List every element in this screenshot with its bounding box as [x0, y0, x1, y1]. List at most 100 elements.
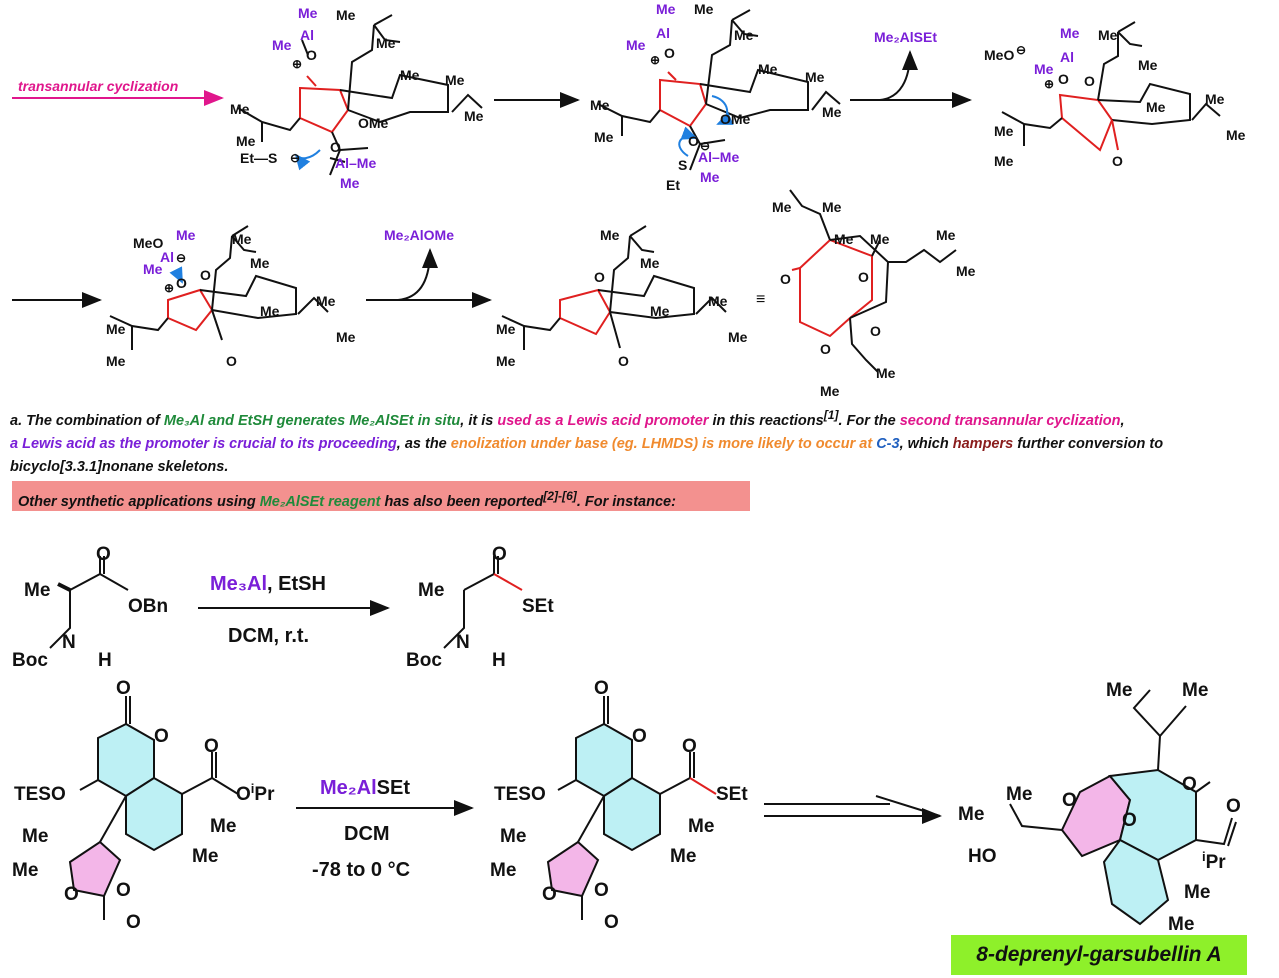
svg-text:O: O — [154, 726, 169, 747]
svg-text:TESO: TESO — [14, 784, 66, 805]
svg-text:Me: Me — [500, 826, 526, 847]
alanine-ester — [49, 556, 129, 649]
intermediate-1-labels: Me Me Al O ⊕ Me Me Me Me Me Me Me OMe O … — [230, 5, 484, 191]
svg-text:O: O — [780, 271, 791, 287]
svg-text:O: O — [682, 736, 697, 757]
svg-text:Boc: Boc — [12, 650, 48, 671]
svg-text:Me: Me — [590, 97, 610, 113]
svg-text:Me: Me — [650, 303, 670, 319]
svg-text:Me: Me — [626, 37, 646, 53]
svg-text:O: O — [618, 353, 629, 369]
condition-dcm-rt: DCM, r.t. — [228, 625, 309, 647]
bicyclononane — [789, 189, 957, 373]
svg-text:Me: Me — [594, 129, 614, 145]
intermediate-2 — [597, 9, 841, 171]
svg-text:Me: Me — [700, 169, 720, 185]
arrow-2: Me₂AlSEt — [850, 29, 972, 108]
intermediate-1 — [237, 14, 483, 176]
svg-text:⊖: ⊖ — [290, 151, 300, 165]
svg-text:Me: Me — [820, 383, 840, 399]
alanine-thioester-labels: O Me SEt N Boc H — [406, 544, 554, 671]
svg-text:O: O — [594, 678, 609, 699]
svg-text:Me: Me — [232, 231, 252, 247]
svg-text:O: O — [176, 275, 187, 291]
svg-text:Me: Me — [1168, 914, 1194, 935]
svg-text:Me: Me — [298, 5, 318, 21]
svg-text:O: O — [1182, 774, 1197, 795]
svg-text:N: N — [456, 632, 470, 653]
svg-text:O: O — [116, 880, 131, 901]
svg-text:MeO: MeO — [133, 235, 163, 251]
svg-text:O: O — [1112, 153, 1123, 169]
svg-text:OMe: OMe — [720, 111, 751, 127]
me2alome-byproduct: Me₂AlOMe — [384, 227, 454, 243]
condition-dcm: DCM — [344, 823, 390, 845]
svg-text:Me: Me — [496, 353, 516, 369]
svg-text:Me: Me — [400, 67, 420, 83]
svg-text:HO: HO — [968, 846, 997, 867]
garsubellin-product — [1009, 689, 1237, 926]
svg-text:O: O — [492, 544, 507, 565]
svg-text:O: O — [116, 678, 131, 699]
svg-text:⊖: ⊖ — [176, 251, 186, 265]
svg-text:Me: Me — [1006, 784, 1032, 805]
svg-text:O: O — [594, 880, 609, 901]
intermediate-2-labels: Me Me Al O ⊕ Me Me Me Me Me Me Me OMe O … — [590, 1, 842, 193]
svg-text:Me: Me — [1184, 882, 1210, 903]
svg-text:Me: Me — [176, 227, 196, 243]
svg-text:Me: Me — [230, 101, 250, 117]
svg-text:O: O — [688, 133, 699, 149]
svg-text:H: H — [492, 650, 506, 671]
svg-text:O: O — [632, 726, 647, 747]
svg-text:O: O — [542, 884, 557, 905]
svg-text:Me: Me — [1106, 680, 1132, 701]
svg-text:⊖: ⊖ — [1016, 43, 1026, 57]
svg-text:Al–Me: Al–Me — [335, 155, 376, 171]
svg-text:Me: Me — [670, 846, 696, 867]
svg-text:O: O — [200, 267, 211, 283]
svg-text:MeO: MeO — [984, 47, 1014, 63]
intermediate-4-labels: MeO Me Al ⊖ Me O ⊕ Me Me Me Me Me Me Me … — [106, 227, 356, 369]
svg-text:Me: Me — [376, 35, 396, 51]
svg-text:Me: Me — [496, 321, 516, 337]
svg-text:Me: Me — [708, 293, 728, 309]
svg-text:O: O — [820, 341, 831, 357]
svg-text:Me: Me — [106, 353, 126, 369]
svg-text:Me: Me — [260, 303, 280, 319]
product-name-label: 8-deprenyl-garsubellin A — [951, 935, 1247, 975]
svg-text:Me: Me — [1060, 25, 1080, 41]
svg-text:Me: Me — [822, 199, 842, 215]
svg-text:Me: Me — [656, 1, 676, 17]
me2alset-byproduct: Me₂AlSEt — [874, 29, 937, 45]
bicyclic-product — [501, 225, 727, 350]
svg-text:Me: Me — [22, 826, 48, 847]
svg-text:OMe: OMe — [358, 115, 389, 131]
svg-text:Me: Me — [870, 231, 890, 247]
svg-text:Me: Me — [336, 329, 356, 345]
svg-text:O: O — [1084, 73, 1095, 89]
svg-text:O: O — [858, 269, 869, 285]
svg-text:Me: Me — [1034, 61, 1054, 77]
multistep-arrow — [764, 795, 942, 824]
svg-text:O: O — [226, 353, 237, 369]
svg-text:Me: Me — [1226, 127, 1246, 143]
svg-text:Me: Me — [340, 175, 360, 191]
bicyclic-product-labels: Me Me Me Me Me Me Me O O — [496, 227, 748, 369]
svg-text:iPr: iPr — [1202, 849, 1226, 873]
svg-text:Me: Me — [236, 133, 256, 149]
svg-text:Me: Me — [490, 860, 516, 881]
svg-text:Al–Me: Al–Me — [698, 149, 739, 165]
svg-text:Me: Me — [445, 72, 465, 88]
svg-text:Boc: Boc — [406, 650, 442, 671]
intermediate-3-labels: MeO ⊖ Me Me Al O ⊕ Me Me Me Me Me Me Me … — [984, 25, 1246, 169]
svg-text:Et: Et — [666, 177, 680, 193]
reaction-arrow-garsubellin: Me₂AlSEt DCM -78 to 0 °C — [296, 777, 474, 881]
svg-text:Me: Me — [210, 816, 236, 837]
svg-text:SEt: SEt — [522, 596, 554, 617]
svg-text:Me₃Al, EtSH: Me₃Al, EtSH — [210, 573, 326, 595]
svg-text:Et—S: Et—S — [240, 150, 277, 166]
svg-text:Me: Me — [640, 255, 660, 271]
svg-text:OiPr: OiPr — [236, 781, 275, 805]
svg-text:⊕: ⊕ — [164, 281, 174, 295]
